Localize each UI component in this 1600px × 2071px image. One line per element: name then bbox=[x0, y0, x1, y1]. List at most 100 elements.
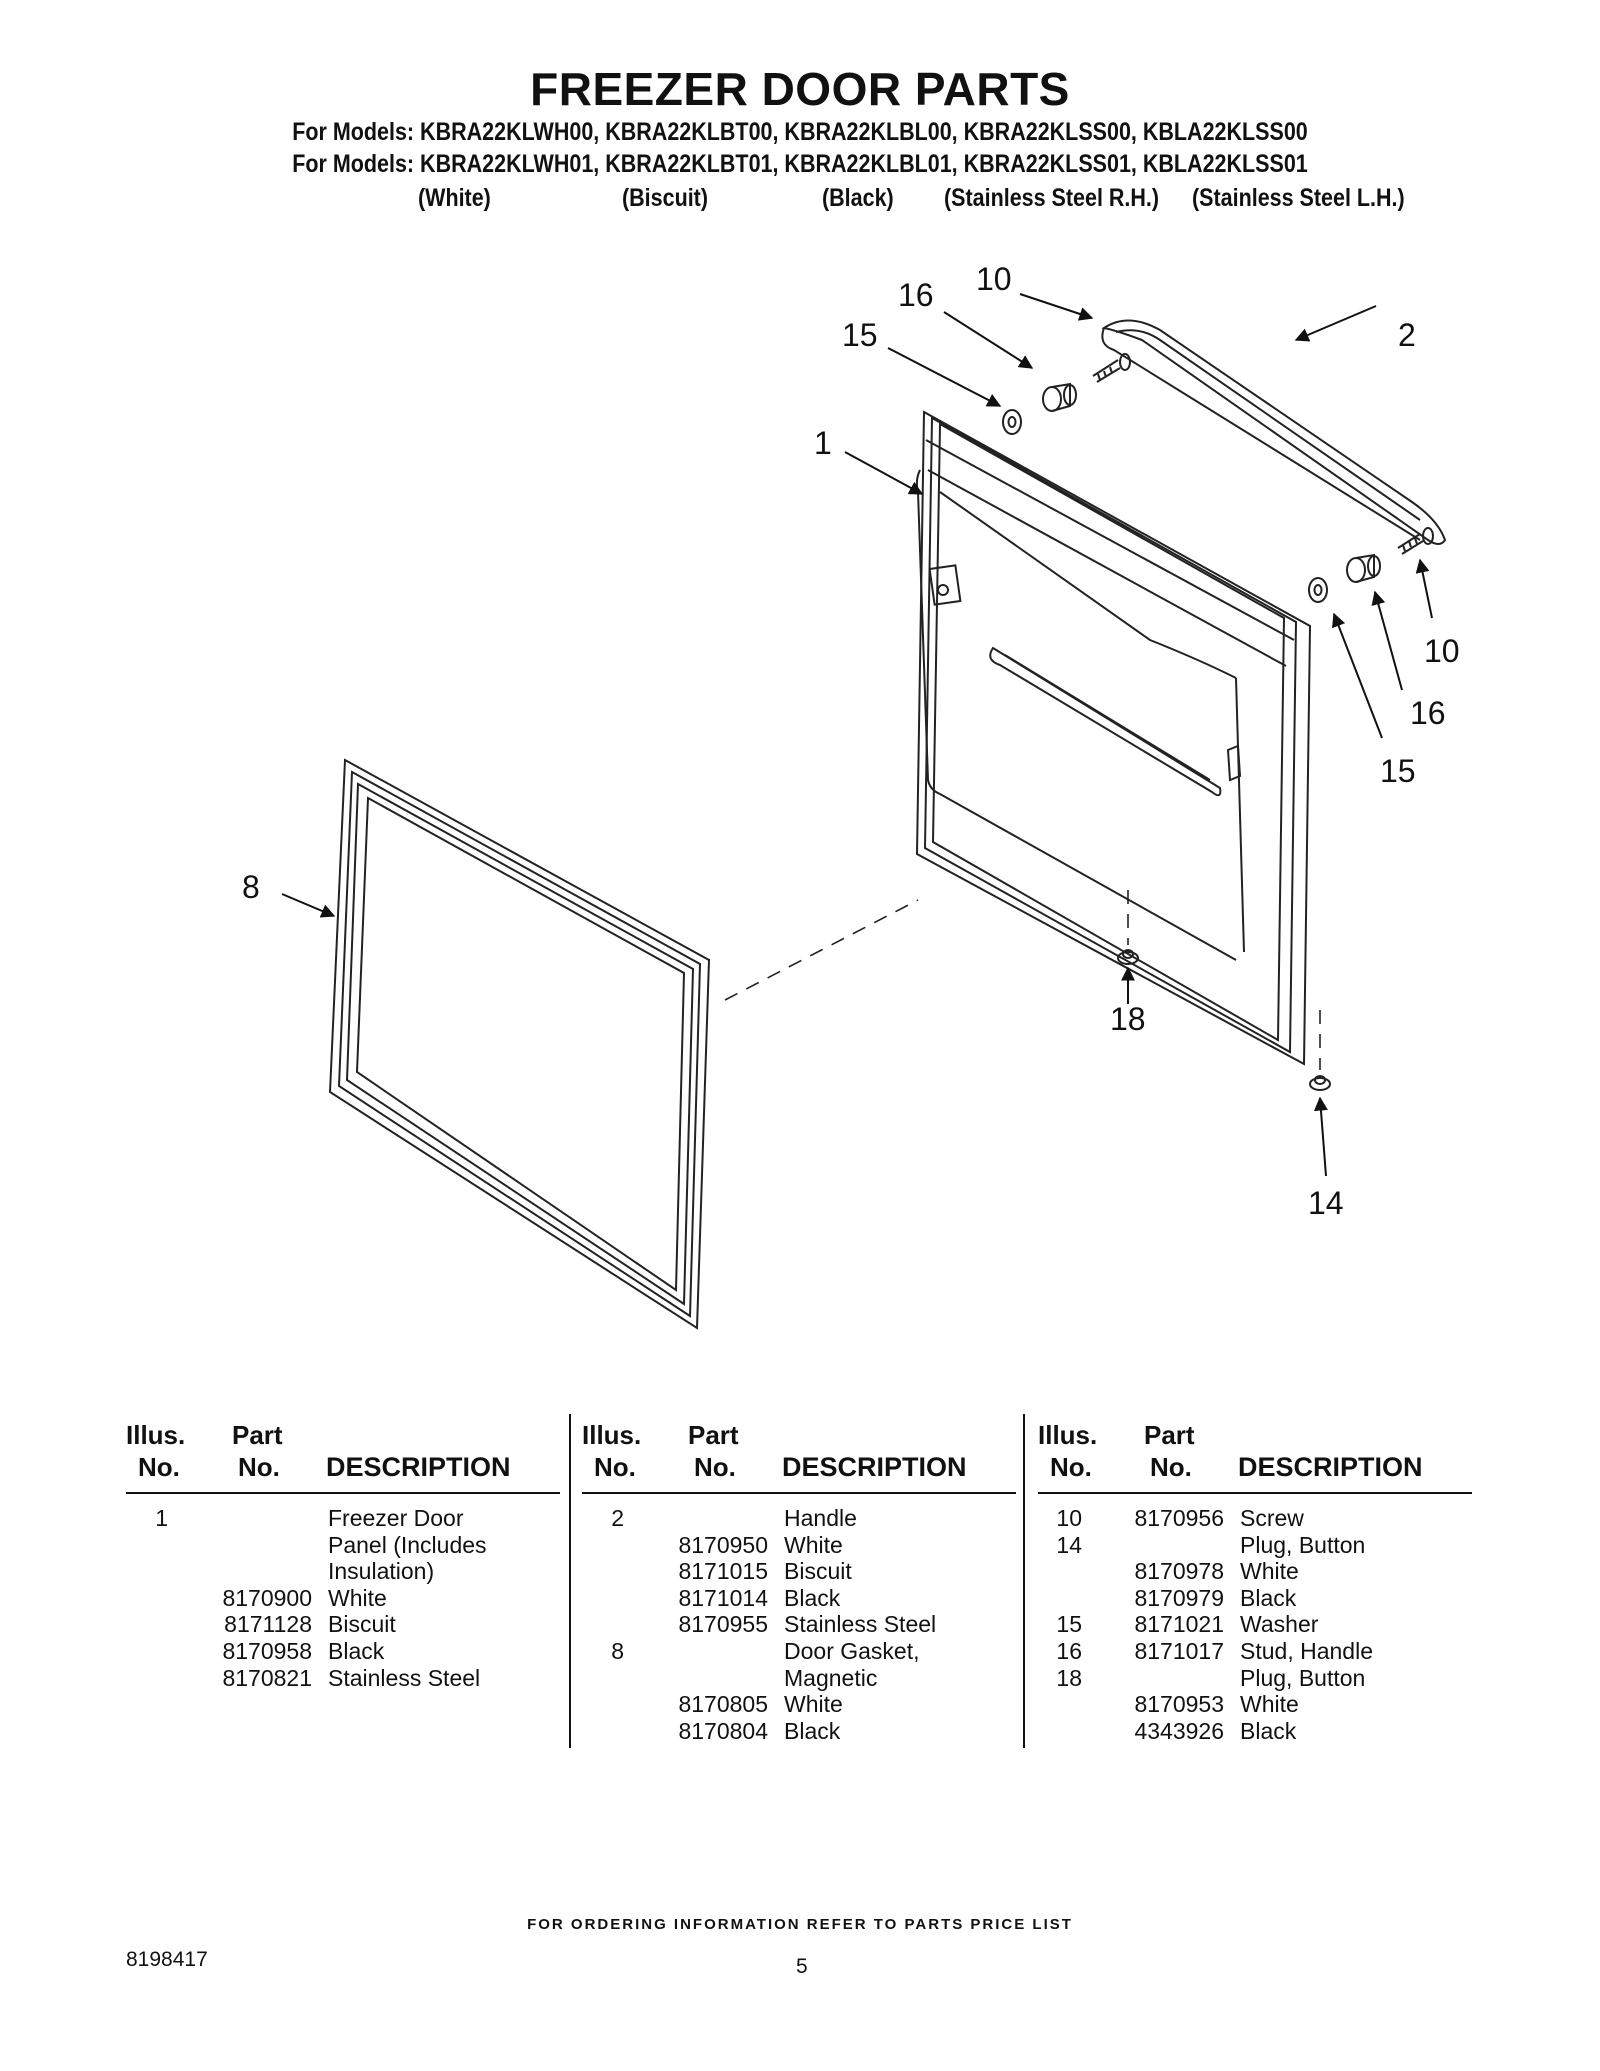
part-description: Plug, Button bbox=[1240, 1531, 1366, 1558]
illus-number: 10 bbox=[1056, 1505, 1082, 1531]
leader-arrows bbox=[281, 293, 1433, 1177]
callout-10-top: 10 bbox=[976, 261, 1012, 297]
part-number: 8170804 bbox=[678, 1717, 768, 1744]
part-description: White bbox=[1240, 1558, 1299, 1585]
illus-header-top: Illus. bbox=[1038, 1420, 1098, 1450]
illus-header-top: Illus. bbox=[126, 1420, 186, 1450]
part-header-top: Part bbox=[1144, 1420, 1195, 1450]
page-title: FREEZER DOOR PARTS bbox=[530, 63, 1070, 115]
illus-number: 18 bbox=[1056, 1664, 1082, 1691]
door-gasket-drawing bbox=[328, 758, 711, 1330]
column-divider bbox=[569, 1414, 571, 1748]
part-description: Black bbox=[784, 1584, 841, 1611]
part-number: 8171021 bbox=[1134, 1611, 1224, 1638]
document-number: 8198417 bbox=[126, 1948, 208, 1971]
part-description: Stainless Steel bbox=[328, 1664, 481, 1691]
illus-number: 14 bbox=[1056, 1531, 1082, 1558]
part-number: 8170805 bbox=[678, 1691, 768, 1718]
part-header-top: Part bbox=[688, 1420, 739, 1450]
header-rule bbox=[126, 1492, 560, 1494]
illus-number: 15 bbox=[1056, 1611, 1082, 1638]
column-divider bbox=[1023, 1414, 1025, 1748]
part-number: 8171017 bbox=[1134, 1638, 1224, 1664]
part-number: 8170958 bbox=[222, 1638, 312, 1664]
part-header-bottom: No. bbox=[694, 1452, 736, 1482]
callout-14: 14 bbox=[1308, 1185, 1344, 1221]
part-header-bottom: No. bbox=[1150, 1452, 1192, 1482]
header-rule bbox=[1038, 1492, 1472, 1494]
part-number: 8170821 bbox=[222, 1664, 312, 1691]
ordering-note: FOR ORDERING INFORMATION REFER TO PARTS … bbox=[527, 1916, 1073, 1933]
description-header: DESCRIPTION bbox=[1238, 1452, 1423, 1482]
part-description: Magnetic bbox=[784, 1664, 878, 1691]
handle-drawing bbox=[1101, 319, 1447, 545]
illus-header-bottom: No. bbox=[594, 1452, 636, 1482]
illus-number: 8 bbox=[611, 1638, 624, 1664]
illus-number: 16 bbox=[1056, 1638, 1082, 1664]
part-number: 8170978 bbox=[1134, 1558, 1224, 1585]
part-description: Panel (Includes bbox=[328, 1531, 487, 1558]
description-header: DESCRIPTION bbox=[326, 1452, 511, 1482]
part-description: Plug, Button bbox=[1240, 1664, 1366, 1691]
callout-16-top: 16 bbox=[898, 277, 934, 313]
alignment-lines bbox=[724, 890, 1321, 1070]
part-number: 8171015 bbox=[678, 1558, 768, 1585]
part-number: 8170953 bbox=[1134, 1691, 1224, 1718]
exploded-diagram: 16 10 15 2 1 10 16 15 8 18 14 bbox=[242, 261, 1460, 1330]
callout-15-top: 15 bbox=[842, 317, 878, 353]
part-description: Black bbox=[328, 1638, 385, 1664]
part-description: Freezer Door bbox=[328, 1505, 464, 1531]
part-description: Screw bbox=[1240, 1505, 1304, 1531]
button-plugs bbox=[1117, 949, 1331, 1091]
part-number: 8170950 bbox=[678, 1531, 768, 1558]
callout-16-right: 16 bbox=[1410, 695, 1446, 731]
part-description: Door Gasket, bbox=[784, 1638, 920, 1664]
part-description: White bbox=[784, 1531, 843, 1558]
description-header: DESCRIPTION bbox=[782, 1452, 967, 1482]
part-description: Stud, Handle bbox=[1240, 1638, 1373, 1664]
callout-1: 1 bbox=[814, 425, 832, 461]
header-rule bbox=[582, 1492, 1016, 1494]
color-label-biscuit: (Biscuit) bbox=[622, 184, 708, 212]
part-description: Biscuit bbox=[328, 1611, 396, 1638]
color-label-stainless-rh: (Stainless Steel R.H.) bbox=[944, 184, 1160, 212]
part-header-bottom: No. bbox=[238, 1452, 280, 1482]
callout-8: 8 bbox=[242, 869, 260, 905]
models-line-2: For Models: KBRA22KLWH01, KBRA22KLBT01, … bbox=[292, 150, 1308, 178]
callout-18: 18 bbox=[1110, 1001, 1146, 1037]
fasteners-right bbox=[1308, 527, 1434, 603]
illus-header-bottom: No. bbox=[1050, 1452, 1092, 1482]
color-label-white: (White) bbox=[418, 184, 491, 212]
part-description: Biscuit bbox=[784, 1558, 852, 1585]
part-description: Insulation) bbox=[328, 1558, 435, 1585]
part-description: White bbox=[328, 1584, 387, 1611]
part-number: 8170900 bbox=[222, 1584, 312, 1611]
part-number: 4343926 bbox=[1134, 1717, 1224, 1744]
part-description: Black bbox=[784, 1717, 841, 1744]
part-description: Stainless Steel bbox=[784, 1611, 937, 1638]
illus-header-bottom: No. bbox=[138, 1452, 180, 1482]
color-label-black: (Black) bbox=[822, 184, 894, 212]
fasteners-upper bbox=[1002, 353, 1131, 435]
part-description: White bbox=[1240, 1691, 1299, 1718]
illus-header-top: Illus. bbox=[582, 1420, 642, 1450]
part-description: White bbox=[784, 1691, 843, 1718]
part-number: 8170956 bbox=[1134, 1505, 1224, 1531]
color-label-stainless-lh: (Stainless Steel L.H.) bbox=[1192, 184, 1405, 212]
part-number: 8170979 bbox=[1134, 1584, 1224, 1611]
page-number: 5 bbox=[796, 1955, 808, 1978]
models-line-1: For Models: KBRA22KLWH00, KBRA22KLBT00, … bbox=[292, 118, 1308, 146]
part-description: Handle bbox=[784, 1505, 857, 1531]
part-number: 8170955 bbox=[678, 1611, 768, 1638]
callout-2: 2 bbox=[1398, 317, 1416, 353]
illus-number: 2 bbox=[611, 1505, 624, 1531]
callout-15-right: 15 bbox=[1380, 753, 1416, 789]
part-header-top: Part bbox=[232, 1420, 283, 1450]
door-panel-drawing bbox=[915, 410, 1312, 1066]
part-number: 8171014 bbox=[678, 1584, 768, 1611]
callout-10-right: 10 bbox=[1424, 633, 1460, 669]
part-description: Washer bbox=[1240, 1611, 1319, 1638]
part-number: 8171128 bbox=[224, 1611, 312, 1638]
illus-number: 1 bbox=[155, 1505, 168, 1531]
part-description: Black bbox=[1240, 1584, 1297, 1611]
